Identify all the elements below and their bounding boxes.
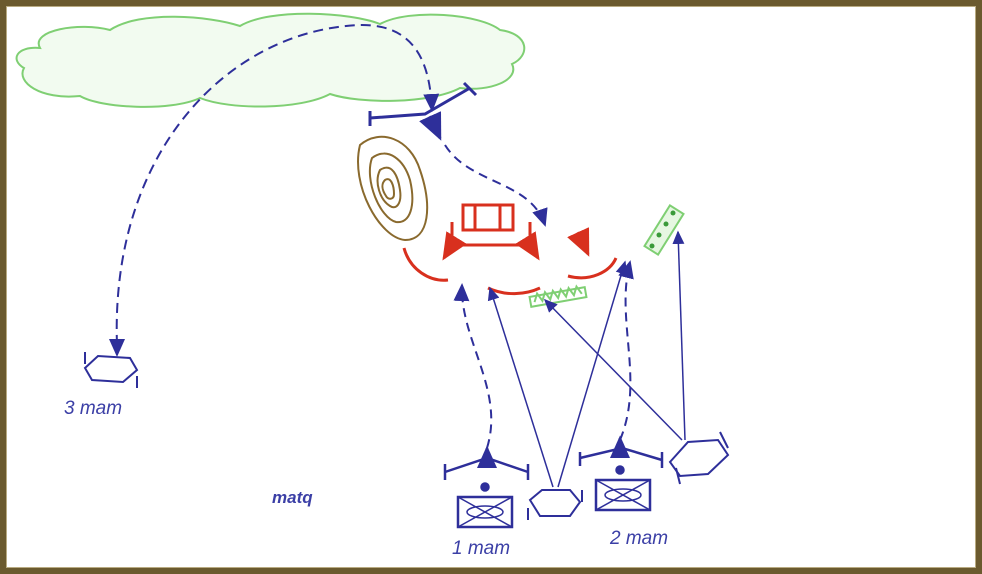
route-gate-to-enemy [444, 144, 548, 227]
fire-lines [487, 230, 686, 488]
route-1-mam [453, 283, 493, 449]
gate-end-right [462, 81, 478, 97]
unit-2-mam-symbol [578, 435, 664, 512]
route-2-mam [618, 260, 634, 441]
cloud-area [15, 12, 526, 108]
obstacle-wire [528, 284, 588, 308]
unit-3-mam-symbol [83, 339, 139, 388]
obstacle-mines [643, 204, 685, 256]
vehicle-right-symbol [668, 431, 730, 485]
label-2-mam: 2 mam [610, 528, 669, 549]
vehicle-center-symbol [527, 489, 583, 520]
route-3-mam [115, 23, 440, 346]
gate-arrow [419, 111, 442, 141]
label-1-mam: 1 mam [452, 538, 511, 559]
enemy-position [402, 203, 618, 296]
hill-contours [357, 135, 429, 242]
unit-1-mam-symbol [443, 445, 530, 529]
label-3-mam: 3 mam [64, 398, 123, 419]
label-center: matq [272, 488, 313, 507]
diagram-inner-border [6, 6, 976, 568]
